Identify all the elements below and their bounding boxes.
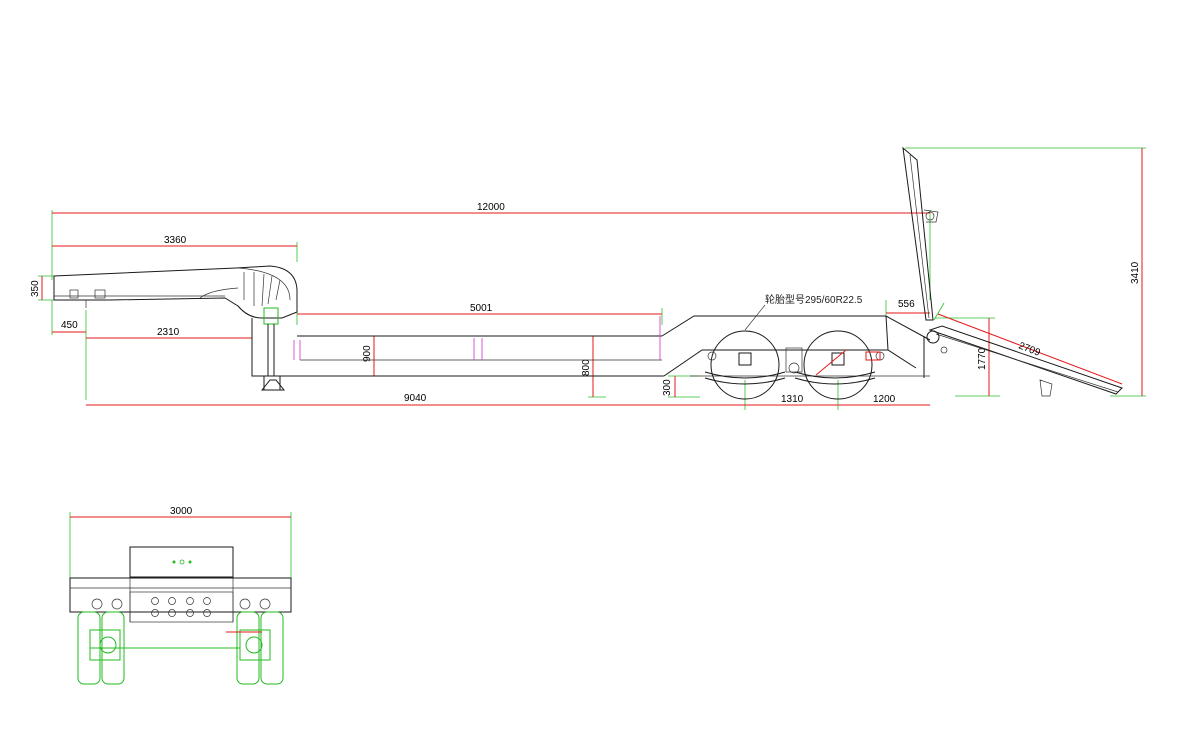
ramp-lowered [926,325,1123,397]
loading-height-label: 800 [581,359,592,376]
ramp-upright [902,146,939,321]
king-pin-offset-label: 450 [61,320,78,331]
dimension-ramp-rise: 1770 [935,317,1000,397]
side-view: 12000 3360 350 450 2310 [30,146,1146,410]
tire-model-label: 轮胎型号295/60R22.5 [765,293,863,306]
wheel-rear [803,330,873,400]
rear-wheels-right [226,611,284,685]
base-length-label: 9040 [404,393,427,404]
dimension-ramp-length: 2709 [933,302,1123,385]
overall-length-label: 12000 [477,202,505,213]
well-length-label: 5001 [470,303,493,314]
well-deck [293,316,664,377]
axle-spacing-label: 1310 [781,394,804,405]
rear-frame [661,315,931,378]
rear-wheels-left [77,611,240,685]
dimension-deck-height: 900 [362,336,375,376]
gooseneck-length-label: 3360 [164,235,187,246]
dimension-ramp-offset: 556 [885,299,930,318]
tire-note: 轮胎型号295/60R22.5 [744,293,863,331]
dimension-ground-clearance: 300 [662,375,700,398]
gooseneck-height-label: 350 [30,280,41,297]
dimension-front-overhang: 2310 [86,327,253,345]
rear-frame-outline [69,577,292,613]
dimension-loading-height: 800 [581,335,606,398]
rear-view: 3000 [69,506,292,685]
wheel-front [710,330,780,400]
dimension-gooseneck-height: 350 [30,275,56,301]
dimension-axle-spacing: 1310 [745,380,839,410]
axle-group [704,330,885,400]
ground-clearance-label: 300 [662,379,673,396]
dimension-overall-height: 3410 [905,147,1146,397]
deck-height-label: 900 [362,345,373,362]
dimension-gooseneck-length: 3360 [52,235,298,262]
neck-drop [251,307,297,391]
dimension-well-length: 5001 [296,303,663,325]
overall-height-label: 3410 [1130,261,1141,284]
dimension-king-pin-offset: 450 [51,300,87,400]
ramp-rise-label: 1770 [977,347,988,370]
dimension-rear-overhang: 1200 [838,394,930,406]
front-overhang-label: 2310 [157,327,180,338]
rear-holes [91,597,271,617]
overall-width-label: 3000 [170,506,193,517]
gooseneck [53,265,298,319]
rear-overhang-label: 1200 [873,394,896,405]
dimension-overall-width: 3000 [69,506,292,580]
ramp-offset-label: 556 [898,299,915,310]
dimension-overall-length: 12000 [51,202,931,300]
gooseneck-block [129,546,234,578]
